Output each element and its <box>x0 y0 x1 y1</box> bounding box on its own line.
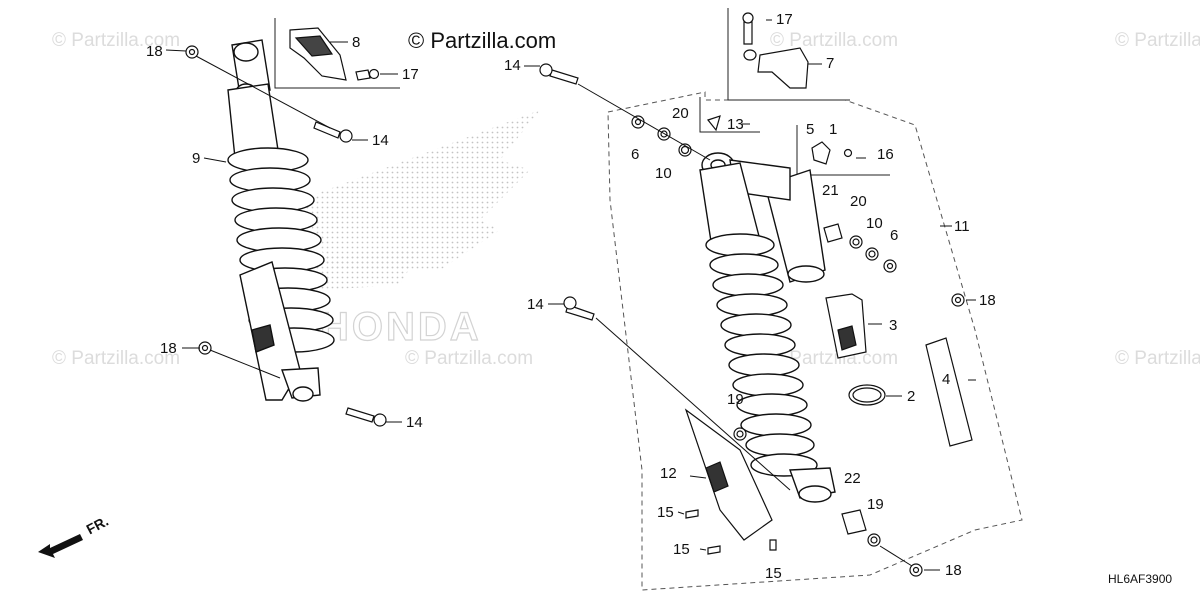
watermark: © Partzilla.com <box>405 348 534 369</box>
callout-15: 15 <box>657 504 674 521</box>
callout-8: 8 <box>352 34 361 51</box>
callout-1: 1 <box>829 121 838 138</box>
callout-15: 15 <box>765 565 782 582</box>
callout-6: 6 <box>631 146 640 163</box>
callout-21: 21 <box>822 182 839 199</box>
callout-18: 18 <box>146 43 163 60</box>
diagram-code: HL6AF3900 <box>1108 572 1173 586</box>
callout-12: 12 <box>660 465 677 482</box>
callout-15: 15 <box>673 541 690 558</box>
callout-19: 19 <box>727 391 744 408</box>
callout-13: 13 <box>727 116 744 133</box>
callout-7: 7 <box>826 55 835 72</box>
watermark: © Partzilla.com <box>52 30 181 51</box>
site-brand: © Partzilla.com <box>408 28 557 53</box>
callout-17: 17 <box>402 66 419 83</box>
callout-10: 10 <box>655 165 672 182</box>
callout-18: 18 <box>945 562 962 579</box>
left-shock-absorber <box>227 39 335 402</box>
callout-11: 11 <box>954 218 970 235</box>
callout-2: 2 <box>907 388 916 405</box>
watermark: © Partzilla.com <box>770 30 899 51</box>
callout-14: 14 <box>527 296 544 313</box>
callout-16: 16 <box>877 146 894 163</box>
callout-19: 19 <box>867 496 884 513</box>
callout-5: 5 <box>806 121 815 138</box>
callout-17: 17 <box>776 11 793 28</box>
callout-10: 10 <box>866 215 883 232</box>
callout-6: 6 <box>890 227 899 244</box>
watermark: © Partzilla.com <box>1115 30 1200 51</box>
callout-22: 22 <box>844 470 861 487</box>
callout-9: 9 <box>192 150 201 167</box>
callout-3: 3 <box>889 317 898 334</box>
honda-wing-logo: HONDA <box>300 110 540 350</box>
callout-14: 14 <box>406 414 423 431</box>
svg-text:HONDA: HONDA <box>320 305 482 349</box>
callout-14: 14 <box>372 132 389 149</box>
callout-20: 20 <box>672 105 689 122</box>
right-shock-absorber <box>699 152 836 503</box>
callout-18: 18 <box>979 292 996 309</box>
callout-20: 20 <box>850 193 867 210</box>
callout-18: 18 <box>160 340 177 357</box>
callout-4: 4 <box>942 371 951 388</box>
callout-14: 14 <box>504 57 521 74</box>
watermark: © Partzilla.com <box>770 348 899 369</box>
watermark: © Partzilla.com <box>52 348 181 369</box>
watermark: © Partzilla.com <box>1115 348 1200 369</box>
front-direction-arrow <box>38 534 83 558</box>
